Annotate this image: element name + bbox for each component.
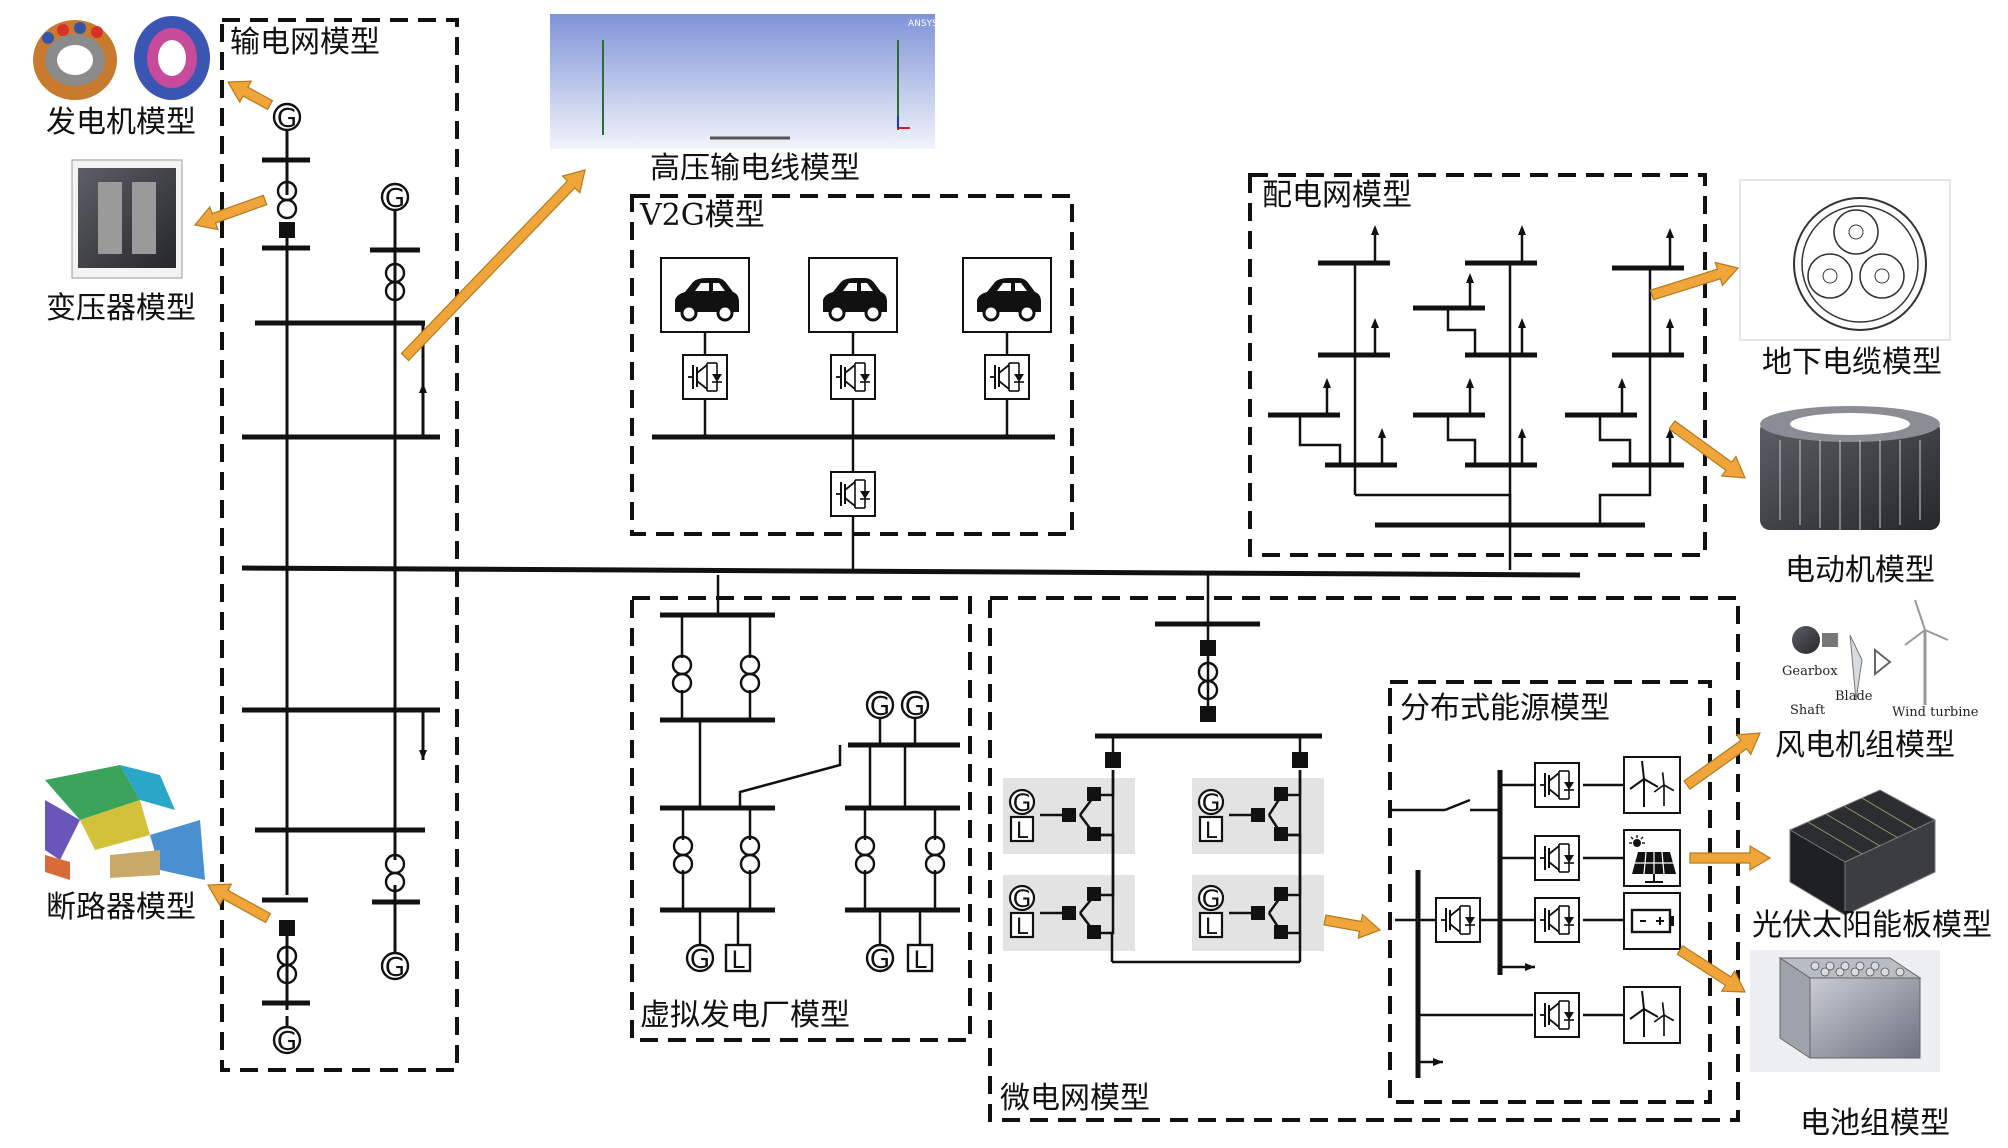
solar-panel-icon (1623, 829, 1681, 887)
wind-turbine-label: 风电机组模型 (1775, 728, 1955, 763)
hv-line-image: ANSYS (550, 14, 938, 149)
svg-text:Blade: Blade (1835, 689, 1873, 704)
motor-image (1760, 406, 1940, 530)
arrow-to-breaker (206, 883, 272, 924)
microgrid-label: 微电网模型 (1000, 1081, 1150, 1116)
battery-pack-image (1750, 950, 1940, 1072)
distribution-box (1248, 173, 1707, 557)
der-box (1388, 680, 1712, 1104)
arrow-to-pv (1689, 844, 1772, 872)
generator-image (33, 16, 210, 100)
cable-label: 地下电缆模型 (1762, 345, 1942, 380)
svg-text:L: L (1205, 915, 1218, 940)
vpp-gens-loads: G G G L G L (685, 690, 934, 975)
v2g-label: V2G模型 (639, 198, 765, 233)
svg-text:L: L (731, 946, 745, 974)
svg-text:G: G (1202, 789, 1221, 817)
pv-label: 光伏太阳能板模型 (1752, 908, 1992, 943)
pv-image (1788, 789, 1937, 916)
transformer-image (71, 159, 183, 279)
svg-text:G: G (870, 945, 890, 975)
car-icon (659, 256, 751, 334)
svg-text:G: G (277, 1027, 297, 1057)
breaker-label: 断路器模型 (46, 890, 196, 925)
transmission-label: 输电网模型 (230, 25, 380, 60)
motor-label: 电动机模型 (1785, 553, 1935, 588)
v2g-cars (659, 256, 1053, 334)
svg-text:G: G (905, 692, 925, 722)
svg-text:G: G (1013, 885, 1032, 913)
svg-text:L: L (1016, 819, 1029, 844)
hv-line-label: 高压输电线模型 (650, 151, 860, 186)
svg-text:G: G (1013, 789, 1032, 817)
arrow-to-battery (1676, 944, 1746, 993)
arrow-to-wind (1683, 732, 1761, 790)
battery-label: 电池组模型 (1800, 1106, 1950, 1141)
main-bus (241, 565, 1581, 578)
car-icon (961, 256, 1053, 334)
distribution-label: 配电网模型 (1262, 178, 1412, 213)
svg-text:G: G (1202, 885, 1221, 913)
gen-symbols: G G G G (272, 102, 410, 1057)
wind-turbine-image: Gearbox Shaft Blade Wind turbine (1782, 599, 1979, 720)
svg-text:G: G (277, 104, 297, 134)
der-label: 分布式能源模型 (1400, 691, 1610, 726)
arrow-to-generator (226, 80, 274, 111)
arrow-to-cable (1649, 261, 1740, 301)
arrow-to-microgrid-der (1323, 913, 1382, 940)
arrow-to-hv-line (400, 169, 586, 362)
svg-text:G: G (870, 692, 890, 722)
arrow-to-motor (1668, 420, 1746, 479)
svg-text:ANSYS: ANSYS (908, 19, 938, 29)
microgrid-gens-loads: G L G L G L G L (1008, 788, 1225, 940)
svg-text:L: L (1016, 915, 1029, 940)
arrow-to-transformer (193, 194, 268, 231)
car-icon (807, 256, 899, 334)
transmission-box (220, 18, 459, 1072)
transmission-buses (242, 157, 440, 1006)
vpp-box (630, 596, 972, 1042)
svg-text:L: L (1205, 819, 1218, 844)
transformer-label: 变压器模型 (46, 291, 196, 326)
battery-icon (1623, 892, 1681, 950)
cable-image (1739, 179, 1951, 341)
svg-text:G: G (385, 184, 405, 214)
breaker-image (40, 760, 205, 888)
svg-text:Gearbox: Gearbox (1782, 664, 1838, 679)
svg-text:G: G (385, 953, 405, 983)
svg-text:G: G (690, 945, 710, 975)
wind-turbine-icon (1622, 985, 1682, 1045)
vpp-label: 虚拟发电厂模型 (640, 998, 850, 1033)
component-arrows (193, 80, 1772, 993)
generator-label: 发电机模型 (46, 105, 196, 140)
wind-turbine-icon (1622, 755, 1682, 815)
svg-text:L: L (913, 946, 927, 974)
svg-text:Wind turbine: Wind turbine (1892, 705, 1979, 720)
svg-text:Shaft: Shaft (1790, 703, 1826, 718)
